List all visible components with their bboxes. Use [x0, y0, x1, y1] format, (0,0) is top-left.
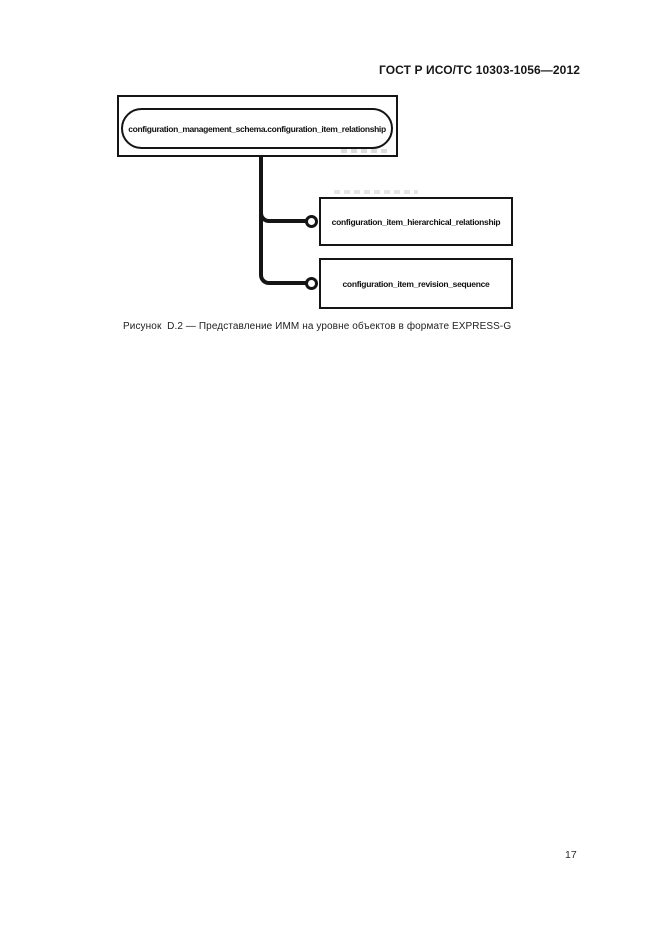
connector-circle-1 [305, 215, 318, 228]
entity-label: configuration_item_hierarchical_relation… [331, 216, 501, 227]
connector-elbow-2 [259, 157, 310, 285]
scan-artifact [334, 190, 418, 194]
schema-node-oval: configuration_management_schema.configur… [121, 108, 393, 149]
entity-label: configuration_item_revision_sequence [342, 278, 490, 289]
entity-box: configuration_item_revision_sequence [319, 258, 513, 309]
figure-caption: Рисунок D.2 — Представление ИММ на уровн… [123, 321, 512, 332]
schema-frame: configuration_management_schema.configur… [117, 95, 398, 157]
schema-node-label: configuration_management_schema.configur… [128, 123, 386, 134]
page-header: ГОСТ Р ИСО/ТС 10303-1056—2012 [379, 63, 580, 77]
page-number: 17 [565, 849, 577, 861]
scan-artifact [341, 149, 391, 153]
connector-circle-2 [305, 277, 318, 290]
entity-box: configuration_item_hierarchical_relation… [319, 197, 513, 246]
